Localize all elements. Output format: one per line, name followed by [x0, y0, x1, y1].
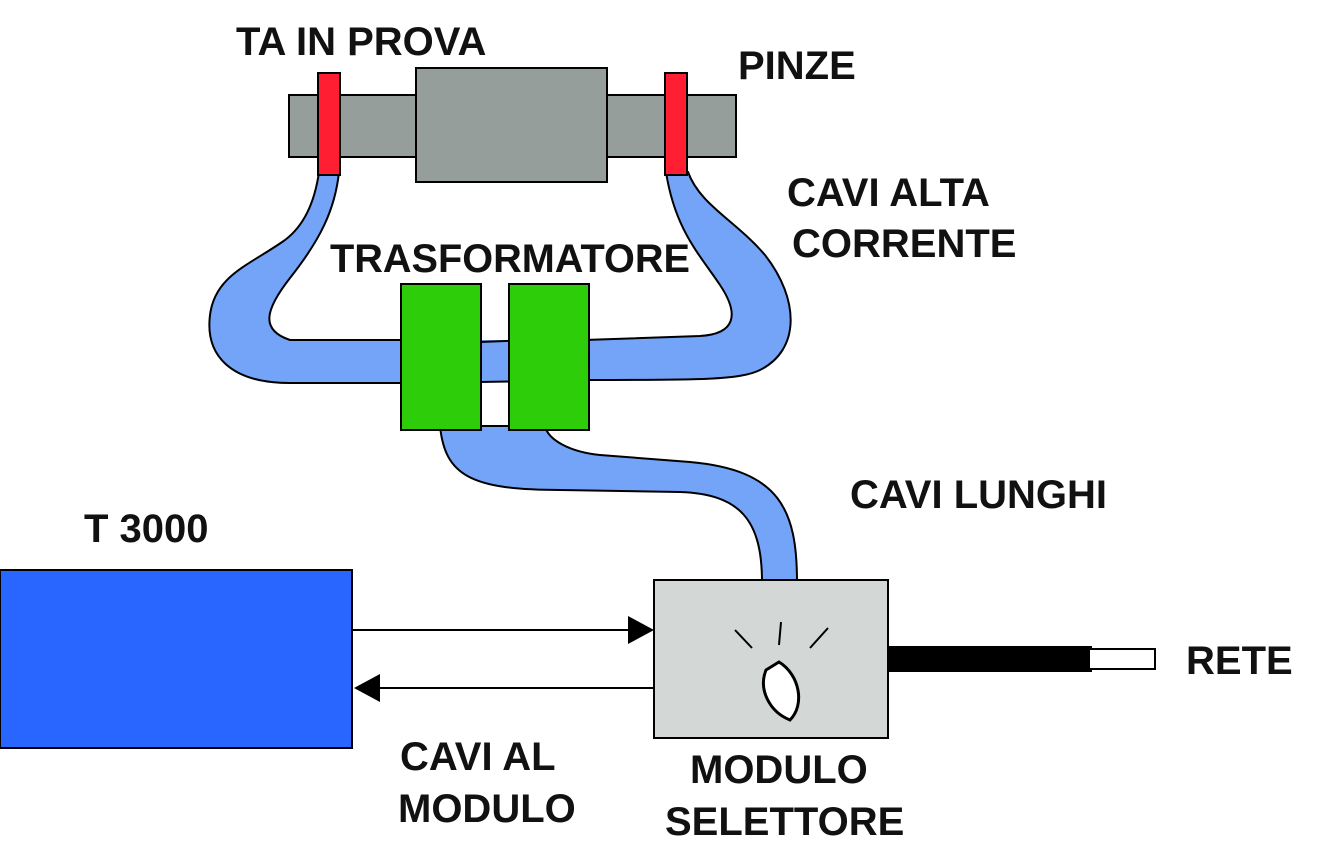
- long-cables: [438, 425, 799, 583]
- arrow-left-icon: [354, 674, 380, 702]
- label-modulo: MODULO: [690, 748, 868, 792]
- selector-module-box: [653, 579, 889, 739]
- label-ta-in-prova: TA IN PROVA: [236, 20, 486, 64]
- label-rete: RETE: [1186, 639, 1293, 683]
- label-corrente: CORRENTE: [792, 222, 1016, 266]
- lamp-indicator-icon: [734, 621, 829, 722]
- transformer-core-left: [400, 283, 482, 431]
- mains-cable-black: [887, 646, 1092, 672]
- label-cavi-alta: CAVI ALTA: [787, 171, 990, 215]
- label-cavi-lunghi: CAVI LUNGHI: [850, 473, 1107, 517]
- selector-module: [653, 579, 889, 739]
- label-trasformatore: TRASFORMATORE: [330, 237, 690, 281]
- mains-plug: [1088, 648, 1156, 670]
- label-cavi-al: CAVI AL: [400, 735, 556, 779]
- clamp-left: [317, 72, 341, 176]
- high-current-cable-right: [584, 171, 792, 382]
- transformer-core-right: [508, 283, 590, 431]
- ct-under-test: [288, 67, 737, 183]
- clamp-right: [664, 72, 688, 176]
- arrow-right-icon: [628, 616, 654, 644]
- mains-cable: [887, 646, 1156, 672]
- label-selettore: SELETTORE: [665, 800, 904, 844]
- label-t3000: T 3000: [84, 507, 209, 551]
- transformer: [400, 283, 590, 431]
- label-modulo-cables: MODULO: [398, 787, 576, 831]
- module-cables: [352, 616, 654, 702]
- ct-body: [415, 67, 608, 183]
- t3000-unit: [0, 569, 353, 749]
- high-current-cable-left: [208, 171, 406, 384]
- label-pinze: PINZE: [738, 44, 856, 88]
- labels: TA IN PROVA PINZE CAVI ALTA CORRENTE TRA…: [84, 20, 1293, 844]
